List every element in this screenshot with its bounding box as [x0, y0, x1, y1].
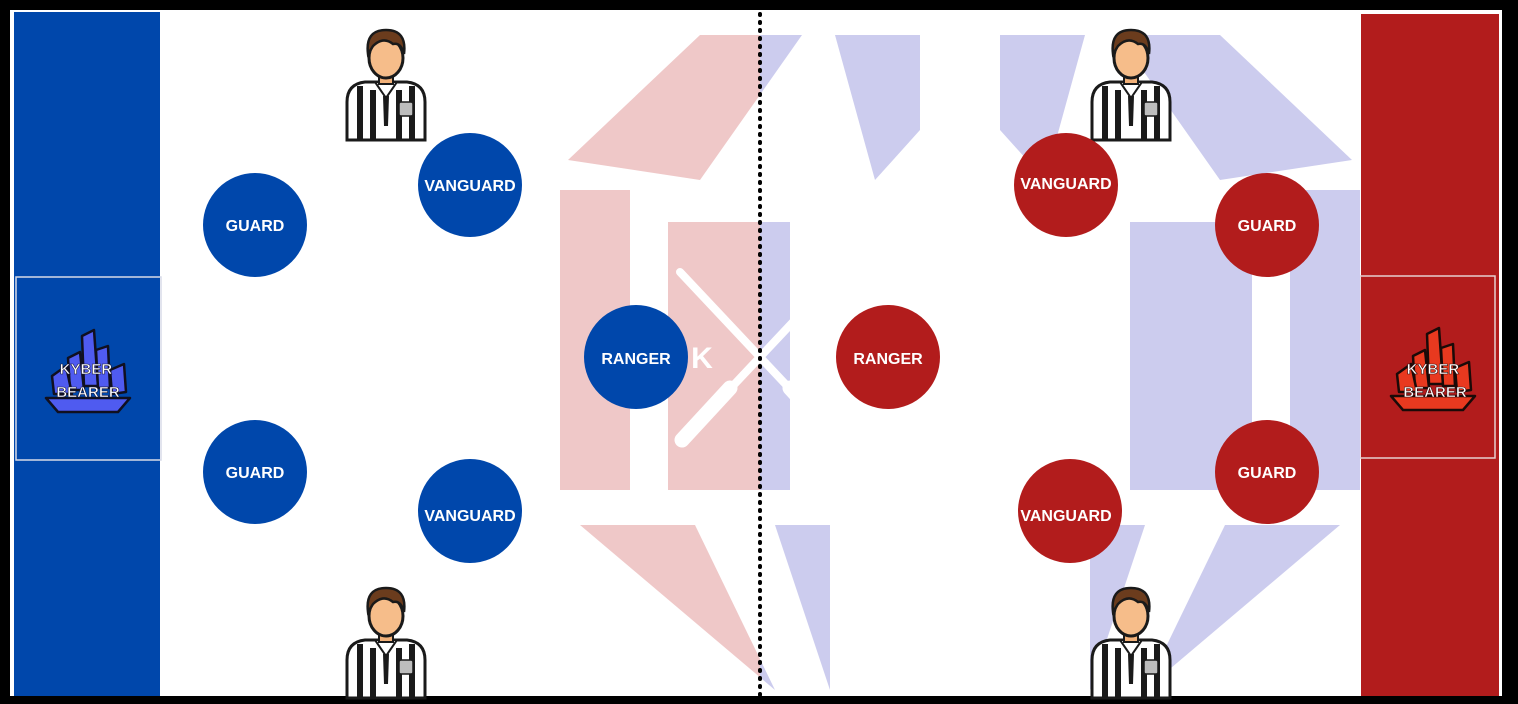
red-kyber-bearer-label: KYBER BEARER	[1403, 361, 1467, 401]
player-label: GUARD	[226, 218, 285, 235]
blue-ranger: RANGER	[584, 305, 688, 409]
red-guard-top: GUARD	[1215, 173, 1319, 277]
player-label: VANGUARD	[424, 178, 515, 195]
blue-kyber-bearer-line1: KYBER	[60, 361, 113, 378]
red-vanguard-top: VANGUARD	[1014, 133, 1118, 237]
watermark-letter-w: W	[794, 342, 823, 375]
crossed-lightsabers-icon	[674, 268, 846, 448]
red-kyber-zone	[1359, 275, 1496, 459]
blue-vanguard-top: VANGUARD	[418, 133, 522, 237]
blue-kyber-bearer-label: KYBER BEARER	[56, 361, 120, 401]
red-kyber-bearer-line2: BEARER	[1403, 384, 1467, 401]
blue-vanguard-bottom: VANGUARD	[418, 459, 522, 563]
player-label: RANGER	[601, 351, 671, 368]
red-guard-bottom: GUARD	[1215, 420, 1319, 524]
watermark-letter-k: K	[691, 342, 713, 375]
red-vanguard-bottom: VANGUARD	[1018, 459, 1122, 563]
player-label: GUARD	[226, 465, 285, 482]
player-label: VANGUARD	[1020, 508, 1111, 525]
red-kyber-bearer-line1: KYBER	[1407, 361, 1460, 378]
player-label: VANGUARD	[424, 508, 515, 525]
player-label: RANGER	[853, 351, 923, 368]
center-emblem-watermark: K W	[560, 35, 1360, 690]
player-label: VANGUARD	[1020, 176, 1111, 193]
red-ranger: RANGER	[836, 305, 940, 409]
blue-kyber-zone	[15, 276, 162, 461]
player-label: GUARD	[1238, 218, 1297, 235]
player-label: GUARD	[1238, 465, 1297, 482]
blue-kyber-bearer-line2: BEARER	[56, 384, 120, 401]
blue-guard-top: GUARD	[203, 173, 307, 277]
blue-guard-bottom: GUARD	[203, 420, 307, 524]
